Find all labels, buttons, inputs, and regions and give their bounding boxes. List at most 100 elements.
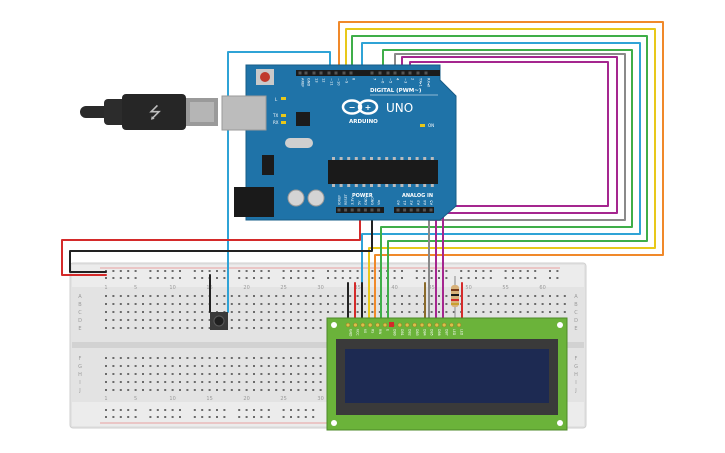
breadboard-hole[interactable] [297,357,300,359]
breadboard-hole[interactable] [504,295,507,297]
analog-pin[interactable] [429,208,433,212]
power-pin[interactable] [350,208,354,212]
breadboard-hole[interactable] [364,303,366,305]
breadboard-hole[interactable] [319,295,322,297]
digital-pin[interactable] [401,71,405,75]
breadboard-hole[interactable] [223,416,226,418]
breadboard-hole[interactable] [304,357,307,359]
breadboard-hole[interactable] [112,303,115,305]
breadboard-hole[interactable] [216,389,218,391]
breadboard-hole[interactable] [223,295,226,297]
breadboard-hole[interactable] [312,389,315,391]
breadboard-hole[interactable] [245,381,248,383]
breadboard-hole[interactable] [142,319,144,321]
breadboard-hole[interactable] [275,303,278,305]
breadboard-hole[interactable] [378,311,381,313]
digital-pin[interactable] [327,71,331,75]
breadboard-hole[interactable] [164,416,167,418]
breadboard-hole[interactable] [149,270,152,272]
breadboard-hole[interactable] [549,270,551,272]
breadboard-hole[interactable] [327,270,329,272]
breadboard-hole[interactable] [290,311,292,313]
breadboard-hole[interactable] [216,303,218,305]
digital-pin[interactable] [408,71,412,75]
breadboard-hole[interactable] [216,295,218,297]
breadboard-hole[interactable] [127,311,130,313]
breadboard-hole[interactable] [393,311,396,313]
breadboard-hole[interactable] [297,270,300,272]
breadboard-hole[interactable] [401,311,403,313]
breadboard-hole[interactable] [290,381,292,383]
breadboard-hole[interactable] [364,311,366,313]
breadboard-hole[interactable] [119,303,122,305]
breadboard-hole[interactable] [127,357,130,359]
breadboard-hole[interactable] [164,389,167,391]
breadboard-hole[interactable] [549,295,551,297]
breadboard-hole[interactable] [119,311,122,313]
wire-cyan-button[interactable] [227,51,331,313]
breadboard-hole[interactable] [223,270,226,272]
breadboard-hole[interactable] [179,311,181,313]
wire-green-2[interactable] [351,35,648,319]
breadboard-hole[interactable] [438,277,440,279]
wire-cyan[interactable] [361,42,641,319]
breadboard-hole[interactable] [134,373,137,375]
breadboard-hole[interactable] [275,357,278,359]
breadboard-hole[interactable] [119,319,122,321]
breadboard-hole[interactable] [475,311,477,313]
breadboard-hole[interactable] [171,416,174,418]
breadboard-hole[interactable] [156,270,159,272]
breadboard-hole[interactable] [112,327,115,329]
breadboard-hole[interactable] [164,303,167,305]
breadboard-hole[interactable] [519,270,522,272]
breadboard-hole[interactable] [127,303,130,305]
breadboard-hole[interactable] [142,303,144,305]
breadboard-hole[interactable] [312,327,315,329]
breadboard-hole[interactable] [312,270,315,272]
breadboard-hole[interactable] [312,373,315,375]
breadboard-hole[interactable] [549,311,551,313]
breadboard-hole[interactable] [149,357,152,359]
breadboard-hole[interactable] [193,373,196,375]
breadboard-hole[interactable] [482,295,485,297]
power-pin[interactable] [357,208,361,212]
lcd-pin[interactable] [419,322,425,328]
breadboard-hole[interactable] [142,295,144,297]
breadboard-hole[interactable] [164,295,167,297]
breadboard-hole[interactable] [563,303,566,305]
breadboard-hole[interactable] [245,295,248,297]
breadboard-hole[interactable] [349,295,352,297]
lcd-pin[interactable] [404,322,410,328]
resistor[interactable] [451,276,459,318]
breadboard-hole[interactable] [201,409,204,411]
breadboard-hole[interactable] [356,277,359,279]
lcd-pin[interactable] [353,322,358,328]
breadboard-hole[interactable] [230,303,233,305]
breadboard-hole[interactable] [164,277,167,279]
breadboard-hole[interactable] [127,277,130,279]
breadboard-hole[interactable] [526,277,529,279]
breadboard-hole[interactable] [171,327,174,329]
breadboard-hole[interactable] [489,270,492,272]
breadboard-hole[interactable] [223,277,226,279]
breadboard-hole[interactable] [201,327,204,329]
breadboard-hole[interactable] [319,319,322,321]
breadboard-hole[interactable] [201,295,204,297]
breadboard-hole[interactable] [512,270,514,272]
breadboard-hole[interactable] [423,270,426,272]
breadboard-hole[interactable] [438,270,440,272]
breadboard-hole[interactable] [230,365,233,367]
breadboard-hole[interactable] [267,319,270,321]
breadboard-hole[interactable] [179,270,181,272]
breadboard-hole[interactable] [156,303,159,305]
breadboard-hole[interactable] [223,357,226,359]
breadboard-hole[interactable] [312,277,315,279]
breadboard-hole[interactable] [112,409,115,411]
analog-pin[interactable] [416,208,420,212]
breadboard-hole[interactable] [179,319,181,321]
breadboard-hole[interactable] [179,389,181,391]
breadboard-hole[interactable] [105,319,107,321]
breadboard-hole[interactable] [119,327,122,329]
breadboard-hole[interactable] [312,319,315,321]
breadboard-hole[interactable] [475,295,477,297]
